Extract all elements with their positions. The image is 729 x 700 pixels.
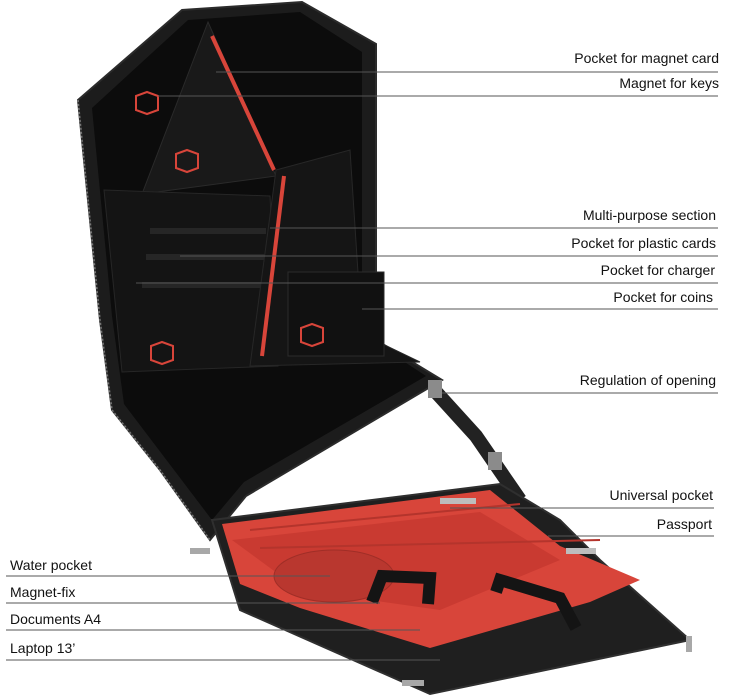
passport-seam	[259, 539, 601, 549]
handle-right	[490, 572, 582, 631]
card-slot-1	[150, 228, 266, 234]
label-pocket-charger: Pocket for charger	[600, 262, 715, 278]
label-passport: Passport	[656, 516, 712, 532]
label-laptop: Laptop 13’	[10, 640, 76, 656]
zipper-pull-left	[190, 548, 210, 554]
label-magnet-keys: Magnet for keys	[619, 75, 719, 91]
label-water-pocket: Water pocket	[10, 557, 92, 573]
card-slot-3	[142, 282, 266, 288]
charger-zipper	[260, 175, 286, 357]
leader-lines	[6, 71, 718, 661]
label-regulation-opening: Regulation of opening	[579, 372, 716, 388]
label-magnet-fix: Magnet-fix	[10, 584, 76, 600]
universal-pocket-zipper	[440, 498, 476, 504]
label-universal-pocket: Universal pocket	[609, 487, 714, 503]
card-slot-2	[146, 254, 266, 260]
magnet-card-zipper	[210, 35, 276, 171]
passport-zipper	[566, 548, 596, 554]
label-documents-a4: Documents A4	[10, 611, 102, 627]
zipper-pull-bottom	[402, 680, 424, 686]
zipper-pull-right	[686, 636, 692, 652]
label-pocket-coins: Pocket for coins	[613, 289, 713, 305]
label-multi-purpose-section: Multi-purpose section	[582, 207, 716, 223]
plastic-cards-panel	[103, 189, 279, 373]
handle-left	[366, 569, 437, 605]
shoulder-strap	[430, 387, 526, 504]
strap-buckle-2	[488, 452, 502, 470]
zipper-edge	[77, 99, 211, 541]
label-pocket-plastic-cards: Pocket for plastic cards	[571, 235, 716, 251]
coins-pocket	[287, 271, 385, 357]
label-pocket-magnet-card: Pocket for magnet card	[574, 50, 719, 66]
strap-buckle	[428, 380, 442, 398]
